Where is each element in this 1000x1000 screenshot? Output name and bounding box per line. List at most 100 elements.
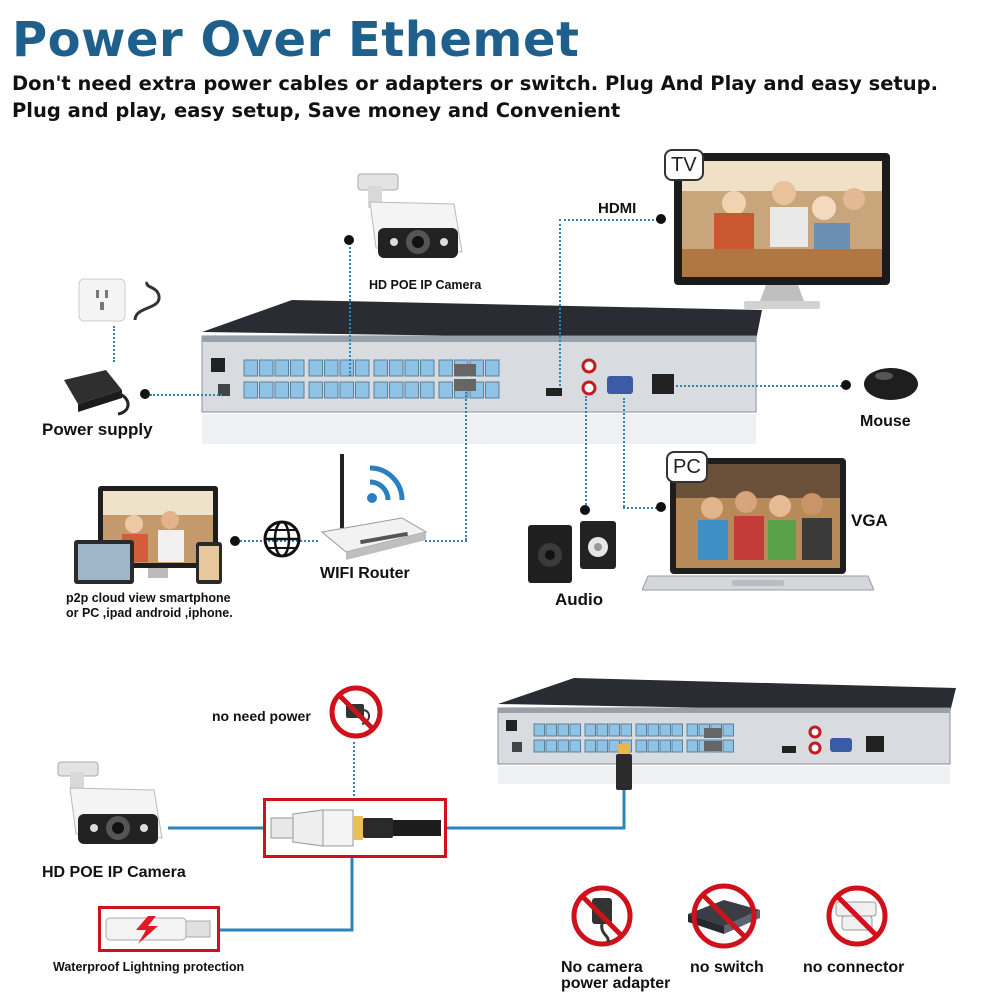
nvr-port [659,739,671,753]
nvr-port [596,739,608,753]
camera-link-line [349,240,351,376]
nvr-port [557,723,569,737]
nvr-port [339,381,354,399]
nvr-port [274,381,289,399]
nvr-port [243,359,258,377]
nvr-port [259,359,274,377]
no-power-line [353,742,355,796]
nvr-port [290,381,305,399]
vga-line-h [623,507,661,509]
nvr-port [584,723,596,737]
lightning-protection-box [98,906,220,952]
nvr-port [671,739,683,753]
nvr-port [355,359,370,377]
bullet-camera-icon [356,172,466,270]
nvr-port [533,739,545,753]
nvr-port [438,359,453,377]
hdmi-line-h [559,219,662,221]
globe-icon [262,519,302,559]
lightning-label: Waterproof Lightning protection [53,960,245,974]
nvr-port [545,723,557,737]
hdmi-label: HDMI [598,200,637,217]
no-adapter-line-1: No camera [561,959,643,976]
router-line-h [425,540,467,542]
nvr-port [485,359,500,377]
vga-dot [656,502,666,512]
nvr-port [584,739,596,753]
no-adapter-line-2: power adapter [561,975,671,992]
nvr-port [420,359,435,377]
camera-label-bottom: HD POE IP Camera [42,864,186,881]
nvr-port [373,381,388,399]
nvr-port [290,359,305,377]
nvr-recorder [196,296,766,446]
nvr-port [389,359,404,377]
nvr-port [608,723,620,737]
tv-monitor-icon [674,153,890,317]
router-label: WIFI Router [320,565,410,582]
nvr-port [620,723,632,737]
power-outlet-icon [78,278,126,322]
no-switch-label: no switch [690,959,764,976]
router-line-v [465,392,467,540]
nvr-port [404,359,419,377]
nvr-port [438,381,453,399]
nvr-port [404,381,419,399]
nvr-port [647,723,659,737]
nvr-port [485,381,500,399]
nvr-port [308,381,323,399]
no-connector-label: no connector [803,959,905,976]
bullet-camera-icon-bottom [54,760,166,856]
vga-line-v [623,398,625,507]
globe-dot [230,536,240,546]
nvr-recorder-bottom [494,676,960,786]
nvr-port [647,739,659,753]
no-power-label: no need power [212,708,311,724]
mouse-line [676,385,846,387]
nvr-port [324,359,339,377]
nvr-port [308,359,323,377]
nvr-port [635,739,647,753]
nvr-port [686,739,698,753]
nvr-port [259,381,274,399]
power-supply-label: Power supply [42,420,153,439]
speaker-icon [526,519,618,585]
nvr-port [671,723,683,737]
p2p-line-2: or PC ,ipad android ,iphone. [66,606,233,620]
nvr-port [545,739,557,753]
tv-tag: TV [664,149,704,181]
nvr-port [686,723,698,737]
no-switch-icon [684,880,764,950]
camera-label-top: HD POE IP Camera [369,278,482,292]
audio-dot [580,505,590,515]
audio-label: Audio [555,590,604,609]
laptop-icon [642,456,874,596]
nvr-port [557,739,569,753]
power-cable-icon [131,280,167,324]
mouse-dot [841,380,851,390]
pc-tag: PC [666,451,708,483]
wifi-router-icon [320,452,430,562]
nvr-port [339,359,354,377]
nvr-port [355,381,370,399]
page-title: Power Over Ethemet [12,12,580,68]
nvr-port [722,723,734,737]
vga-label: VGA [851,511,888,530]
nvr-port [635,723,647,737]
subtitle-line-1: Don't need extra power cables or adapter… [12,72,939,95]
nvr-port [243,381,258,399]
nvr-port [569,739,581,753]
p2p-line-1: p2p cloud view smartphone [66,591,231,605]
wifi-signal-icon [366,462,412,504]
hdmi-line-v [559,219,561,386]
subtitle-line-2: Plug and play, easy setup, Save money an… [12,99,621,122]
mouse-icon [862,364,920,404]
nvr-port [533,723,545,737]
nvr-port [420,381,435,399]
power-adapter-icon [62,364,136,416]
nvr-port [274,359,289,377]
no-power-icon [328,684,384,740]
nvr-port [324,381,339,399]
no-adapter-icon [570,884,634,948]
outlet-line [113,326,115,362]
